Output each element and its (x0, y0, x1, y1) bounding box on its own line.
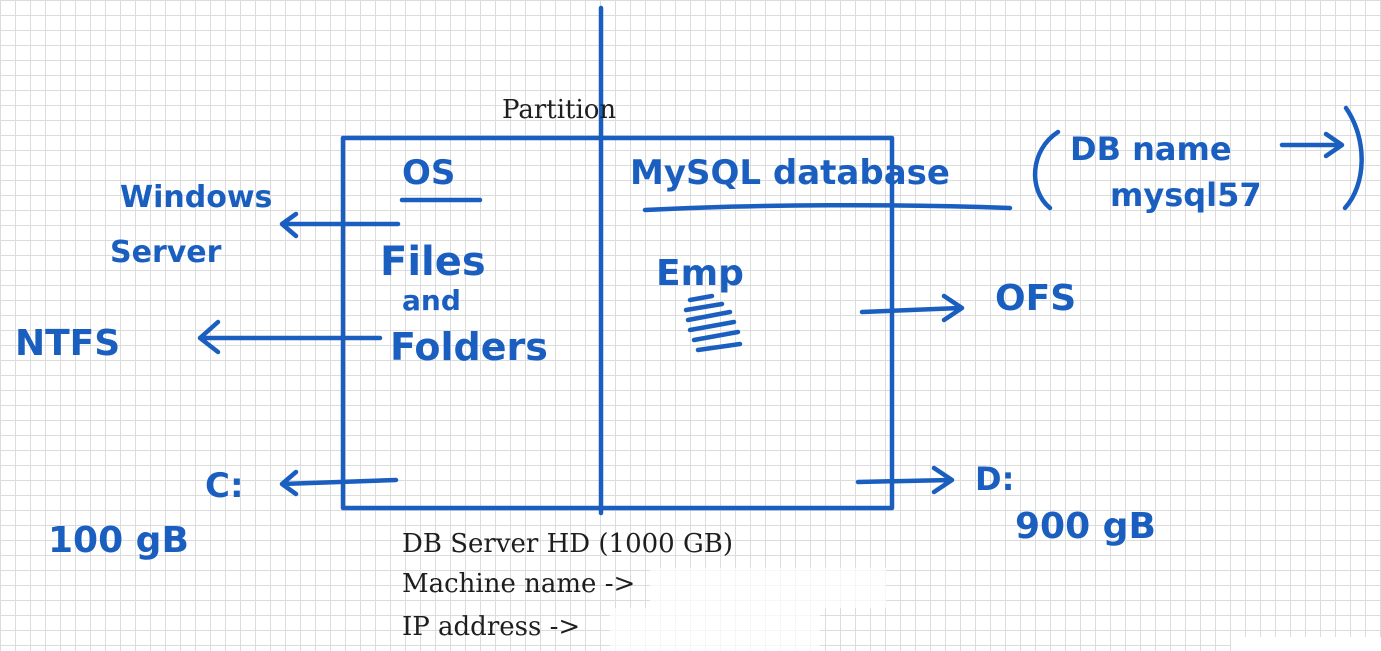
windows-label: Windows (120, 180, 272, 215)
ntfs-arrow (197, 319, 383, 355)
db-name-label: DB name (1070, 130, 1232, 168)
corner-patch (1231, 637, 1381, 651)
d-drive-arrow (855, 465, 955, 495)
mysql-header: MySQL database (630, 153, 950, 193)
db-name-arrow (1279, 131, 1345, 159)
mysql-underline (642, 202, 1013, 213)
ntfs-label: NTFS (15, 323, 120, 364)
c-drive-label: C: (205, 466, 244, 506)
os-header: OS (402, 153, 455, 193)
and-label: and (402, 284, 461, 317)
ip-address-label: IP address -> (402, 612, 580, 642)
right-paren (1342, 105, 1364, 211)
d-size-label: 900 gB (1015, 506, 1156, 547)
left-paren (1032, 129, 1061, 211)
machine-name-label: Machine name -> (402, 569, 635, 599)
ip-address-redaction (610, 608, 820, 651)
server-label: Server (110, 235, 222, 270)
files-label: Files (380, 239, 486, 285)
c-drive-arrow (279, 469, 399, 497)
emp-rows-icon (683, 293, 743, 353)
c-size-label: 100 gB (48, 520, 189, 561)
ofs-label: OFS (995, 278, 1076, 319)
folders-label: Folders (390, 325, 548, 369)
machine-name-redaction (650, 568, 886, 608)
partition-box (340, 135, 895, 511)
server-hd-label: DB Server HD (1000 GB) (402, 529, 733, 559)
windows-arrow (279, 211, 401, 239)
partition-label: Partition (502, 95, 616, 125)
db-name-value: mysql57 (1110, 176, 1262, 214)
ofs-arrow (859, 293, 965, 323)
emp-label: Emp (656, 253, 744, 294)
d-drive-label: D: (975, 460, 1014, 498)
